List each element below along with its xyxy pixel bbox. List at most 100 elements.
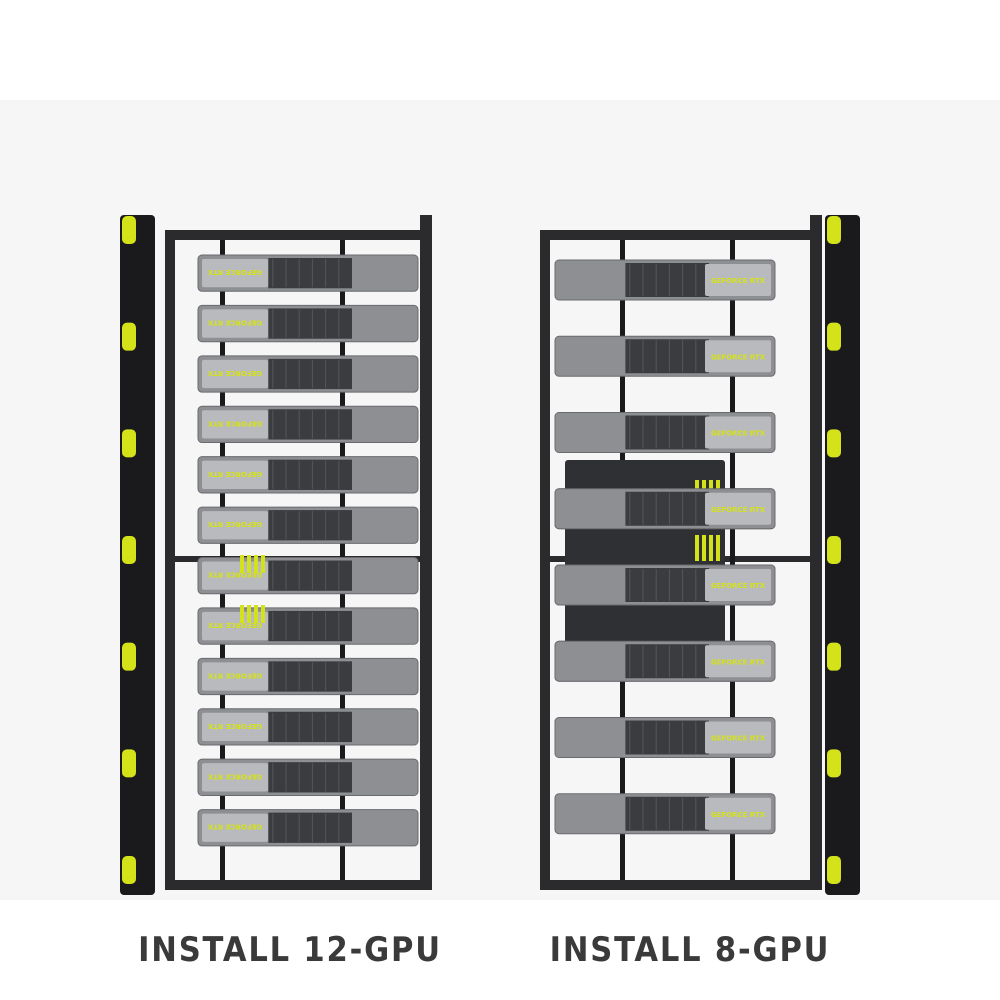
fan-latch-accent [122,322,136,351]
gpu-card: GEFORCE RTX [197,557,419,595]
gpu-label: GEFORCE RTX [207,772,262,780]
gpu-end-plate [202,460,268,489]
gpu-heatsink [625,339,709,374]
gpu-end-plate [705,645,771,678]
gpu-card: GEFORCE RTX [197,506,419,544]
gpu-label: GEFORCE RTX [207,419,262,427]
gpu-card: GEFORCE RTX [197,254,419,292]
gpu-card: GEFORCE RTX [554,564,776,606]
gpu-heatsink [268,661,352,692]
gpu-label: GEFORCE RTX [711,277,766,285]
gpu-end-plate [202,359,268,389]
gpu-heatsink [268,409,352,440]
gpu-card: GEFORCE RTX [197,809,419,847]
gpu-label: GEFORCE RTX [207,722,262,730]
gpu-label: GEFORCE RTX [711,506,766,514]
gpu-end-plate [202,611,268,641]
gpu-label: GEFORCE RTX [711,430,766,438]
caption-install-8-gpu: INSTALL 8-GPU [549,930,831,970]
gpu-heatsink [268,711,352,743]
gpu-end-plate [705,492,771,525]
fan-latch-accent [122,429,136,458]
gpu-end-plate [202,309,268,338]
ram-slot-accent [702,535,706,561]
frame-bottom-rail [165,880,432,890]
fan-latch-accent [827,322,841,351]
gpu-label: GEFORCE RTX [207,470,262,478]
gpu-card: GEFORCE RTX [197,456,419,494]
gpu-card: GEFORCE RTX [197,405,419,444]
fan-latch-accent [827,856,841,884]
ram-slot-accent [240,605,244,623]
ram-slot-accent [716,535,720,561]
gpu-heatsink [268,762,352,793]
fan-column [825,215,860,895]
gpu-heatsink [625,644,709,679]
gpu-label: GEFORCE RTX [207,571,262,579]
gpu-end-plate [202,511,268,540]
gpu-card: GEFORCE RTX [197,607,419,645]
rig-12-gpu-illustration: GEFORCE RTX GEFORCE RTX GEFORCE RTX GEFORCE… [120,215,432,895]
fan-latch-accent [122,642,136,671]
gpu-heatsink [625,415,709,450]
gpu-end-plate [202,561,268,590]
gpu-card: GEFORCE RTX [554,640,776,682]
gpu-heatsink [625,568,709,602]
ram-slot-accent [254,605,258,623]
gpu-label: GEFORCE RTX [207,268,262,276]
gpu-end-plate [202,712,268,742]
ram-slot-accent [695,535,699,561]
frame-post-right [420,215,432,885]
rig-12-gpu: GEFORCE RTX GEFORCE RTX GEFORCE RTX GEFORCE… [110,210,440,910]
gpu-heatsink [268,510,352,541]
ram-slot-accent [240,555,244,573]
gpu-label: GEFORCE RTX [207,369,262,377]
ram-slot-accent [254,555,258,573]
gpu-card: GEFORCE RTX [554,793,776,835]
gpu-end-plate [705,721,771,754]
fan-latch-accent [122,856,136,884]
frame-top-rail [540,230,822,240]
fan-latch-accent [122,536,136,564]
frame-inner-rod [730,240,735,880]
gpu-card: GEFORCE RTX [197,708,419,746]
gpu-end-plate [705,264,771,296]
gpu-end-plate [705,797,771,830]
gpu-end-plate [202,259,268,288]
fan-latch-accent [122,749,136,778]
gpu-label: GEFORCE RTX [207,823,262,831]
gpu-end-plate [202,763,268,792]
frame-top-rail [165,230,432,240]
fan-latch-accent [827,749,841,778]
frame-post-right [810,215,822,885]
gpu-heatsink [625,720,709,755]
ram-slot-accent [261,605,265,623]
frame-bottom-rail [540,880,822,890]
gpu-heatsink [268,560,352,591]
gpu-end-plate [705,340,771,373]
gpu-heatsink [268,459,352,490]
ram-slot-accent [709,535,713,561]
gpu-label: GEFORCE RTX [711,811,766,819]
ram-slot-accent [247,555,251,573]
fan-latch-accent [122,216,136,244]
fan-column [120,215,155,895]
gpu-heatsink [268,358,352,390]
gpu-label: GEFORCE RTX [207,520,262,528]
gpu-card: GEFORCE RTX [197,355,419,393]
gpu-card: GEFORCE RTX [554,335,776,377]
rig-8-gpu: GEFORCE RTX GEFORCE RTX GEFORCE RTX GEFORCE… [530,210,870,910]
gpu-heatsink [625,263,709,297]
gpu-end-plate [705,416,771,449]
gpu-card: GEFORCE RTX [197,758,419,796]
fan-latch-accent [827,536,841,564]
rig-8-gpu-illustration: GEFORCE RTX GEFORCE RTX GEFORCE RTX GEFORCE… [540,215,860,895]
gpu-heatsink [625,491,709,526]
gpu-heatsink [268,812,352,843]
gpu-card: GEFORCE RTX [197,657,419,696]
gpu-end-plate [705,569,771,601]
gpu-end-plate [202,662,268,691]
gpu-label: GEFORCE RTX [711,658,766,666]
fan-latch-accent [827,429,841,458]
fan-latch-accent [827,642,841,671]
